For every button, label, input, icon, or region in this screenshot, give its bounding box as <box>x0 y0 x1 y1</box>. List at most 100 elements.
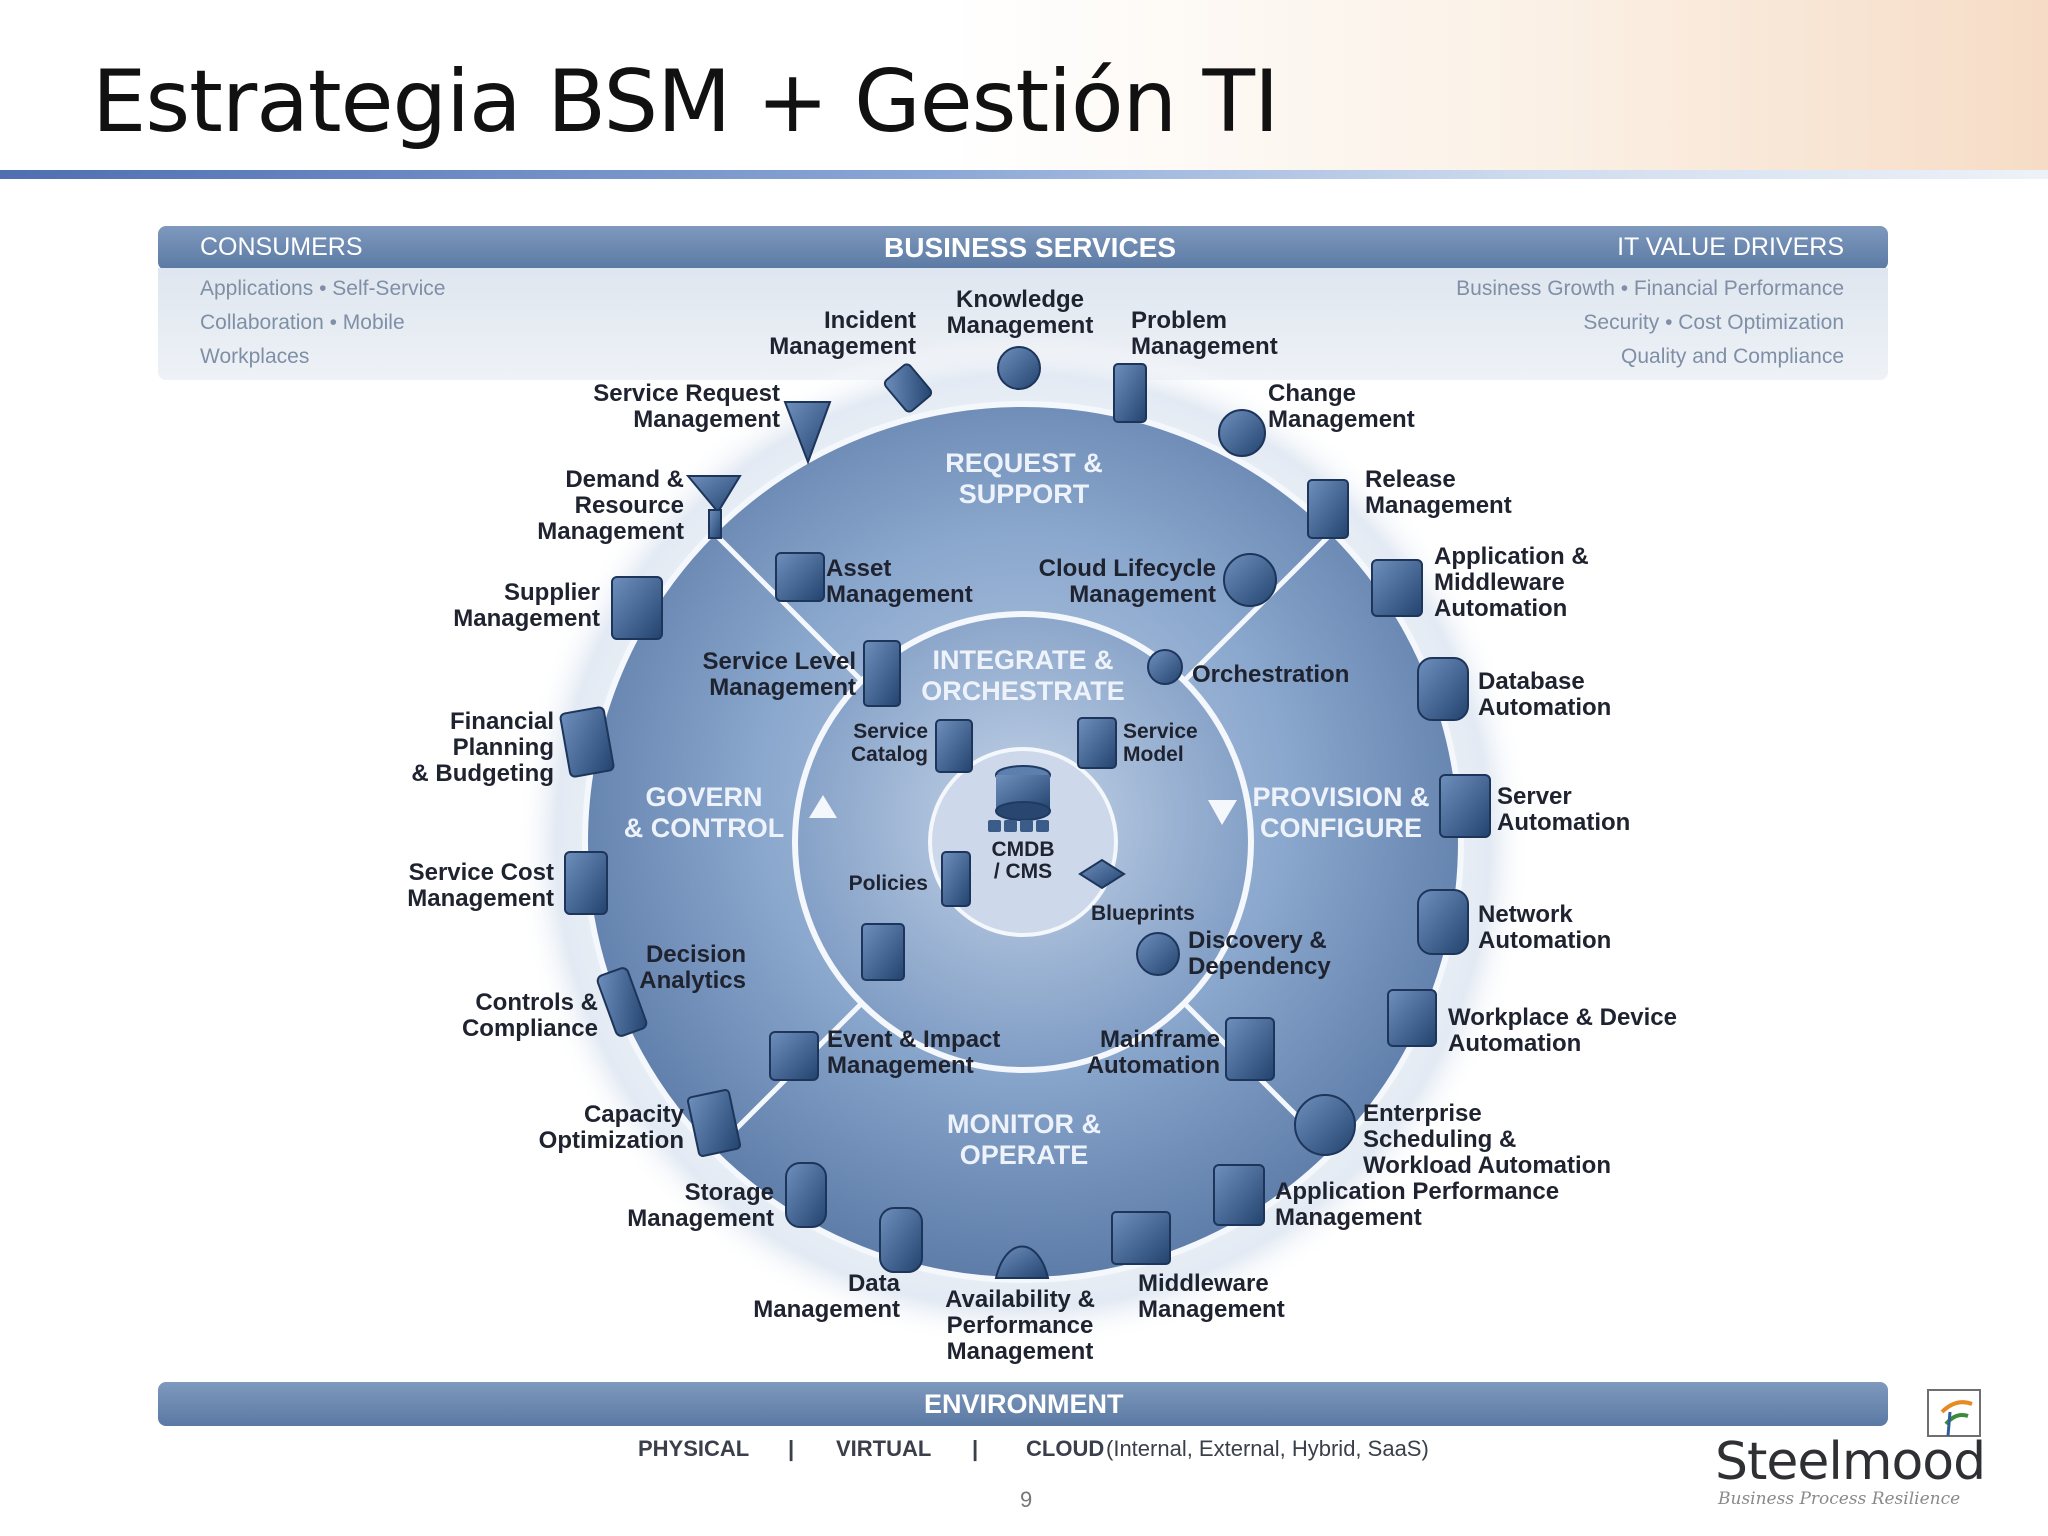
section-request-support: REQUEST & SUPPORT <box>945 448 1103 509</box>
label-capacity-optimization: Capacity Optimization <box>538 1101 684 1154</box>
env-cloud: CLOUD <box>1026 1436 1105 1461</box>
service-cost-chart-icon <box>564 851 608 915</box>
environment-band <box>158 1382 1888 1426</box>
scroll-compliance-icon <box>596 967 648 1037</box>
page-number: 9 <box>1020 1487 1033 1512</box>
database-automation-icon <box>1417 657 1469 721</box>
label-service-model: Service Model <box>1123 720 1198 766</box>
label-event-impact-management: Event & Impact Management <box>827 1026 1001 1079</box>
label-service-cost-management: Service Cost Management <box>407 859 554 912</box>
label-enterprise-scheduling: Enterprise Scheduling & Workload Automat… <box>1363 1100 1611 1179</box>
storage-cylinder-icon <box>785 1162 827 1228</box>
label-service-request-management: Service Request Management <box>593 380 780 433</box>
label-problem-management: Problem Management <box>1131 307 1278 360</box>
supplier-people-icon <box>611 576 663 640</box>
label-database-automation: Database Automation <box>1478 668 1612 721</box>
financial-chart-icon <box>559 706 615 778</box>
consumers-item: Workplaces <box>200 345 310 368</box>
arrow-up-left <box>809 795 837 818</box>
title-underline <box>0 170 2048 179</box>
env-separator: | <box>972 1436 979 1461</box>
lightbulb-icon <box>997 346 1041 390</box>
consumers-item: Applications • Self-Service <box>200 277 446 300</box>
event-impact-icon <box>769 1031 819 1081</box>
it-value-driver-item: Security • Cost Optimization <box>1583 311 1844 334</box>
label-mainframe-automation: Mainframe Automation <box>1086 1026 1220 1079</box>
label-knowledge-management: Knowledge Management <box>946 286 1094 339</box>
label-application-performance-management: Application Performance Management <box>1275 1178 1560 1231</box>
service-model-icon <box>1077 717 1117 769</box>
network-automation-icon <box>1417 889 1469 955</box>
magnifier-icon <box>1136 932 1180 976</box>
environment-title: ENVIRONMENT <box>924 1389 1124 1419</box>
label-asset-management: Asset Management <box>826 555 973 608</box>
cycle-arrows-icon <box>1218 409 1266 457</box>
funnel-stem <box>708 509 722 539</box>
steelmood-logo-text: Steelmood <box>1715 1432 1986 1492</box>
decision-analytics-icon <box>861 923 905 981</box>
core-circle <box>928 747 1118 937</box>
mainframe-icon <box>1225 1017 1275 1081</box>
cmdb-icon <box>988 765 1051 832</box>
label-storage-management: Storage Management <box>627 1179 774 1232</box>
label-orchestration: Orchestration <box>1192 661 1350 688</box>
env-physical: PHYSICAL <box>638 1436 750 1461</box>
consumers-item: Collaboration • Mobile <box>200 311 405 334</box>
logo-mark <box>1927 1389 1981 1437</box>
label-cloud-lifecycle-management: Cloud Lifecycle Management <box>1038 555 1216 608</box>
service-icons <box>559 346 1491 1279</box>
capacity-chart-icon <box>686 1089 742 1157</box>
orchestration-gears-icon <box>1147 649 1183 685</box>
scheduling-clock-icon <box>1294 1094 1356 1156</box>
service-catalog-book-icon <box>935 719 973 773</box>
label-cmdb-cms: CMDB / CMS <box>991 838 1055 883</box>
outer-ring <box>582 401 1464 1283</box>
consumers-title: CONSUMERS <box>200 233 363 261</box>
label-supplier-management: Supplier Management <box>453 579 600 632</box>
label-data-management: Data Management <box>753 1270 900 1323</box>
label-demand-resource-management: Demand & Resource Management <box>537 466 684 545</box>
policies-document-icon <box>941 851 971 907</box>
env-cloud-detail: (Internal, External, Hybrid, SaaS) <box>1106 1436 1429 1461</box>
spoke-top-right <box>1183 530 1335 682</box>
workplace-device-icon <box>1387 989 1437 1047</box>
arrow-down-right <box>1208 800 1237 825</box>
sla-document-icon <box>863 640 901 707</box>
spoke-top-left <box>711 530 863 682</box>
label-availability-performance: Availability & Performance Management <box>945 1286 1095 1365</box>
it-value-driver-item: Quality and Compliance <box>1621 345 1844 368</box>
service-request-user-icon <box>783 401 832 465</box>
app-middleware-box-icon <box>1371 559 1423 617</box>
section-govern-control: GOVERN & CONTROL <box>623 782 785 843</box>
label-financial-planning-budgeting: Financial Planning & Budgeting <box>411 708 554 787</box>
speedometer-icon <box>994 1245 1050 1279</box>
label-release-management: Release Management <box>1365 466 1512 519</box>
exclamation-document-icon <box>1113 363 1147 423</box>
label-change-management: Change Management <box>1268 380 1415 433</box>
label-decision-analytics: Decision Analytics <box>639 941 746 994</box>
server-icon <box>1439 774 1491 838</box>
it-value-driver-item: Business Growth • Financial Performance <box>1456 277 1844 300</box>
laptop-icon <box>883 363 933 413</box>
section-monitor-operate: MONITOR & OPERATE <box>947 1109 1101 1170</box>
steelmood-tagline: Business Process Resilience <box>1718 1489 1961 1509</box>
blueprints-stack-icon <box>1078 858 1126 890</box>
label-workplace-device-automation: Workplace & Device Automation <box>1448 1004 1677 1057</box>
label-service-level-management: Service Level Management <box>702 648 856 701</box>
release-box-icon <box>1307 479 1349 539</box>
app-performance-user-icon <box>1213 1164 1265 1226</box>
label-incident-management: Incident Management <box>769 307 916 360</box>
label-controls-compliance: Controls & Compliance <box>461 989 598 1042</box>
cloud-gear-icon <box>1223 553 1277 607</box>
section-provision-configure: PROVISION & CONFIGURE <box>1252 782 1430 843</box>
section-integrate-orchestrate: INTEGRATE & ORCHESTRATE <box>921 645 1125 706</box>
label-policies: Policies <box>848 872 928 895</box>
label-service-catalog: Service Catalog <box>850 720 928 766</box>
middleware-servers-icon <box>1111 1211 1171 1265</box>
slide-title: Estrategia BSM + Gestión TI <box>92 52 1279 152</box>
it-value-drivers-title: IT VALUE DRIVERS <box>1617 233 1844 261</box>
label-middleware-management: Middleware Management <box>1138 1270 1285 1323</box>
business-services-band <box>158 226 1888 270</box>
title-background-glow <box>948 0 2048 175</box>
